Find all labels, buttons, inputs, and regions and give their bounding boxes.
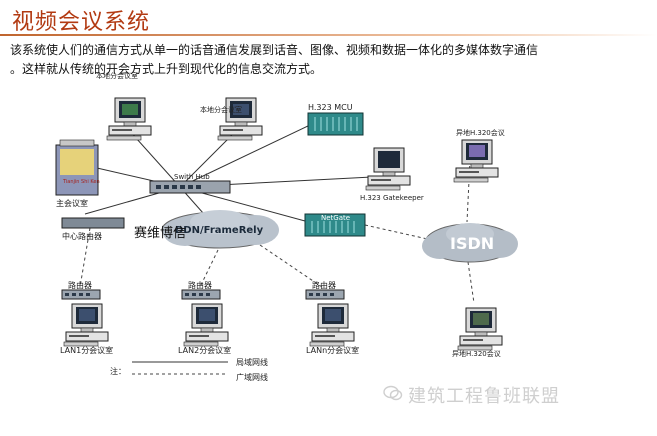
- video-screen-icon: [473, 313, 489, 325]
- legend-lan-label: 局域网线: [236, 357, 268, 367]
- overlay-text: 赛维博信: [134, 226, 187, 241]
- mcu-label: H.323 MCU: [308, 103, 353, 112]
- central-router-icon: [61, 217, 125, 229]
- remote-top-label: 异地H.320会议: [456, 128, 505, 137]
- sub-venue-2-label: 本地分会议室: [200, 105, 242, 114]
- title-divider: [0, 34, 657, 36]
- router-1-label: 路由器: [68, 280, 92, 290]
- mcu-unit-icon: [307, 112, 364, 136]
- netgate-icon: [304, 213, 366, 237]
- legend: 注： 局域网线 广域网线: [110, 357, 268, 382]
- video-screen-icon: [199, 309, 215, 321]
- switch-hub-label: Swith Hub: [174, 173, 210, 181]
- intro-line-2: 。这样就从传统的开会方式上升到现代化的信息交流方式。: [10, 62, 323, 76]
- legend-wan-label: 广域网线: [236, 372, 268, 382]
- ddn-cloud-icon: [161, 210, 279, 249]
- sub-venue-1-label: 本地分会议室: [96, 71, 138, 80]
- main-venue-screen-text: Tianjin Shi Ken: [62, 179, 100, 185]
- video-screen-icon: [122, 104, 138, 115]
- isdn-cloud-label: ISDN: [450, 234, 494, 253]
- video-screen-icon: [79, 309, 95, 321]
- lan-2-label: LAN2分会议室: [178, 345, 231, 355]
- wan-links: [79, 159, 475, 304]
- router-3-icon: [305, 289, 345, 300]
- remote-bottom-label: 异地H.320会议: [452, 349, 501, 358]
- intro-line-1: 该系统使人们的通信方式从单一的话音通信发展到话音、图像、视频和数据一体化的多媒体…: [10, 43, 539, 57]
- lan-1-label: LAN1分会议室: [60, 345, 113, 355]
- isdn-cloud-icon: [422, 223, 518, 263]
- router-2-label: 路由器: [188, 280, 212, 290]
- gatekeeper-label: H.323 Gatekeeper: [360, 194, 424, 202]
- video-screen-icon: [325, 309, 341, 321]
- central-router-label: 中心路由器: [62, 231, 102, 241]
- main-venue-label: 主会议室: [56, 198, 88, 208]
- watermark: 建筑工程鲁班联盟: [408, 386, 560, 407]
- lan-n-label: LANn分会议室: [306, 345, 359, 355]
- video-screen-icon: [469, 145, 485, 157]
- router-2-icon: [181, 289, 221, 300]
- netgate-label: NetGate: [321, 214, 350, 222]
- router-3-label: 路由器: [312, 280, 336, 290]
- wechat-icon: [383, 385, 403, 401]
- page-title: 视频会议系统: [12, 10, 151, 35]
- gatekeeper-pc: [365, 147, 411, 191]
- router-1-icon: [61, 289, 101, 300]
- video-screen-icon: [233, 104, 249, 115]
- legend-prefix: 注：: [110, 366, 126, 376]
- ddn-cloud-label: DDN/FrameRely: [175, 225, 264, 236]
